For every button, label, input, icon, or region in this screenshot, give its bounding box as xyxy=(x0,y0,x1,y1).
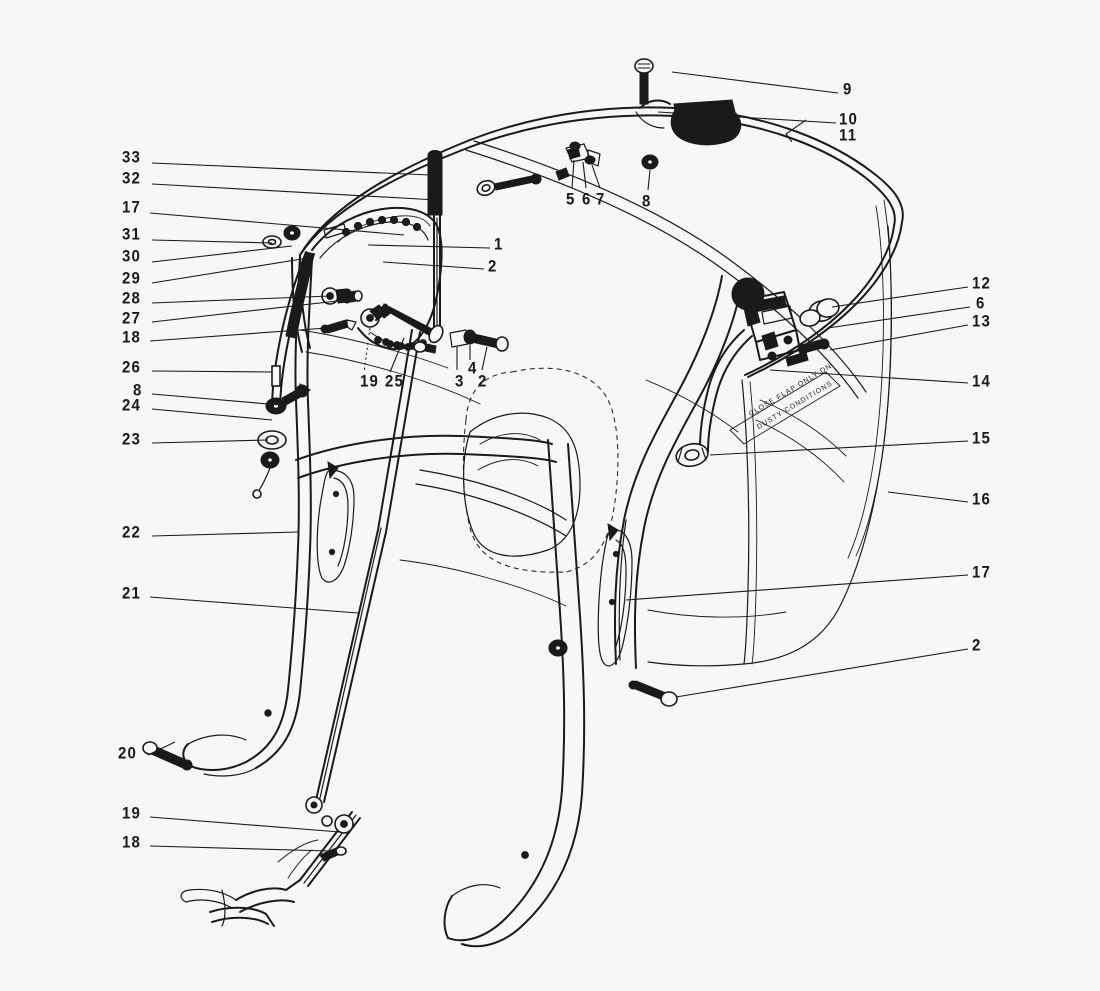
callout-31: 31 xyxy=(122,224,142,245)
callout-18-bottom: 18 xyxy=(122,832,142,853)
callout-24: 24 xyxy=(122,395,142,416)
center-bolts-3-4-2 xyxy=(449,329,509,371)
left-front-leg xyxy=(182,254,313,777)
center-leg-nut-17 xyxy=(548,639,568,657)
callout-19-bottom: 19 xyxy=(122,803,142,824)
leader-lines-right xyxy=(625,71,971,698)
callout-28: 28 xyxy=(122,288,142,309)
callout-17-left: 17 xyxy=(122,197,142,218)
rear-canopy-panel xyxy=(647,199,892,667)
quadrant-bracket xyxy=(311,206,443,350)
callout-32: 32 xyxy=(122,168,142,189)
callout-20: 20 xyxy=(118,743,138,764)
callout-6-right: 6 xyxy=(976,293,986,314)
callout-17-right: 17 xyxy=(972,562,992,583)
hardware-25 xyxy=(382,338,437,354)
long-diagonal-rod xyxy=(305,329,421,814)
callout-33: 33 xyxy=(122,147,142,168)
top-handle-grip xyxy=(634,58,807,146)
callout-11: 11 xyxy=(839,125,858,146)
callout-12: 12 xyxy=(972,273,992,294)
callout-2-lower-center: 2 xyxy=(478,371,488,392)
callout-15: 15 xyxy=(972,428,992,449)
right-latch-assembly xyxy=(675,277,840,468)
callout-8-top: 8 xyxy=(642,191,652,212)
callout-21: 21 xyxy=(122,583,142,604)
callout-8-left: 8 xyxy=(133,380,143,401)
left-side-plate xyxy=(316,461,355,583)
cross-brace-tube xyxy=(295,434,557,479)
callout-25: 25 xyxy=(385,371,405,392)
callout-10: 10 xyxy=(839,109,859,130)
callout-30: 30 xyxy=(122,246,142,267)
roof-eyelet xyxy=(476,173,542,197)
right-side-plate xyxy=(597,523,633,667)
control-cable xyxy=(252,251,315,499)
callout-13: 13 xyxy=(972,311,992,332)
callout-2-right: 2 xyxy=(972,635,982,656)
leader-lines-left xyxy=(147,162,438,852)
callout-3: 3 xyxy=(455,371,465,392)
callout-27: 27 xyxy=(122,308,142,329)
lever-handle-33 xyxy=(427,150,443,333)
body-contour-lines xyxy=(299,329,787,618)
callout-4: 4 xyxy=(468,358,478,379)
leader-19-25 xyxy=(363,327,405,373)
callout-9: 9 xyxy=(843,79,853,100)
leader-lines-inner xyxy=(367,244,491,270)
callout-7: 7 xyxy=(596,189,606,210)
callout-29: 29 xyxy=(122,268,142,289)
roof-hardware-567 xyxy=(555,141,601,189)
lower-right-bolt-2 xyxy=(628,680,678,707)
callout-23: 23 xyxy=(122,429,142,450)
callout-1: 1 xyxy=(494,234,504,255)
center-front-leg xyxy=(443,439,586,948)
callout-22: 22 xyxy=(122,522,142,543)
callout-18-upper: 18 xyxy=(122,327,142,348)
bolt-assembly-1-2 xyxy=(369,303,444,344)
callout-2-center: 2 xyxy=(488,256,498,277)
roof-nut-8 xyxy=(641,154,659,191)
callout-6-top: 6 xyxy=(582,189,592,210)
callout-26: 26 xyxy=(122,357,142,378)
bottom-linkage-assembly xyxy=(180,811,361,927)
callout-5: 5 xyxy=(566,189,576,210)
callout-19-center: 19 xyxy=(360,371,380,392)
callout-16: 16 xyxy=(972,489,992,510)
callout-14: 14 xyxy=(972,371,992,392)
warning-decal-outline xyxy=(729,371,841,445)
